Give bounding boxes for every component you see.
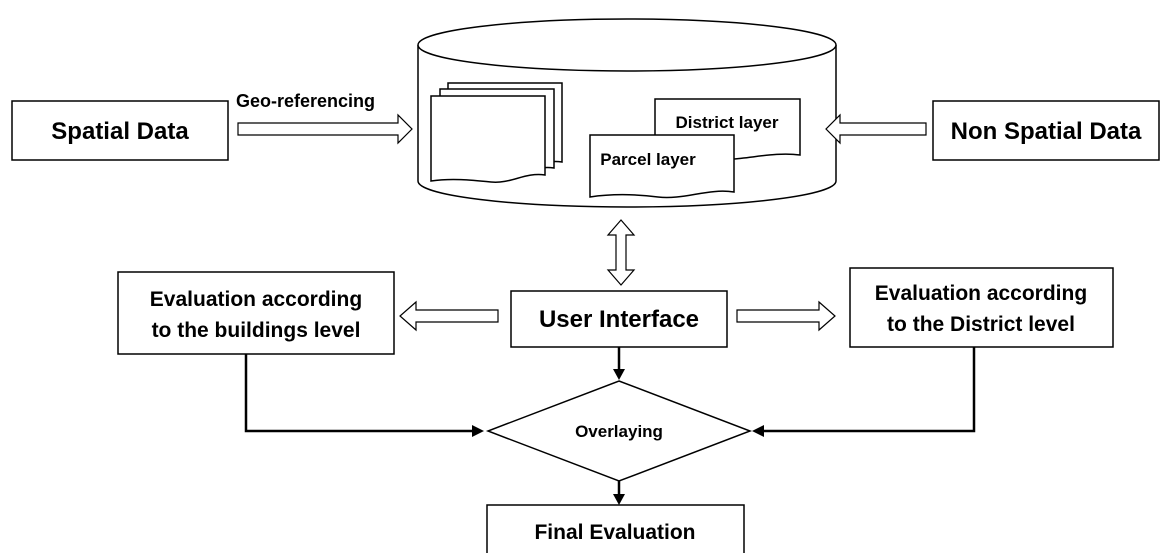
eval-district-line2: to the District level xyxy=(887,313,1075,336)
user-interface-box: User Interface xyxy=(510,290,728,348)
eval-district-line1: Evaluation according xyxy=(875,282,1087,305)
eval-buildings-line2: to the buildings level xyxy=(152,319,361,342)
document-stack-icon xyxy=(430,82,563,183)
buildings-to-overlaying-head xyxy=(472,425,484,437)
overlaying-diamond: Overlaying xyxy=(485,380,753,482)
buildings-to-overlaying-line xyxy=(244,354,474,433)
overlaying-label: Overlaying xyxy=(575,422,663,441)
non-spatial-data-label: Non Spatial Data xyxy=(951,118,1142,145)
eval-buildings-box: Evaluation according to the buildings le… xyxy=(117,271,395,355)
database-top xyxy=(417,18,837,72)
district-layer-label: District layer xyxy=(676,113,779,132)
database-ui-double-arrow xyxy=(606,219,636,286)
parcel-layer-document: Parcel layer xyxy=(589,134,735,199)
final-evaluation-label: Final Evaluation xyxy=(534,521,695,544)
non-spatial-data-box: Non Spatial Data xyxy=(932,100,1160,161)
georeferencing-arrow xyxy=(237,113,413,145)
non-spatial-arrow xyxy=(825,113,927,145)
parcel-layer-label: Parcel layer xyxy=(600,150,696,169)
eval-district-box: Evaluation according to the District lev… xyxy=(849,267,1114,348)
ui-to-district-arrow xyxy=(736,300,836,332)
final-evaluation-box: Final Evaluation xyxy=(486,504,745,553)
overlaying-to-final-head xyxy=(613,494,625,505)
ui-to-buildings-arrow xyxy=(399,300,499,332)
spatial-data-box: Spatial Data xyxy=(11,100,229,161)
spatial-data-label: Spatial Data xyxy=(51,118,189,145)
district-to-overlaying-head xyxy=(752,425,764,437)
georeferencing-label: Geo-referencing xyxy=(236,91,375,111)
user-interface-label: User Interface xyxy=(539,306,699,333)
district-to-overlaying-line xyxy=(762,347,976,433)
ui-to-overlaying-head xyxy=(613,369,625,380)
connector-arrowheads xyxy=(472,369,764,505)
eval-buildings-line1: Evaluation according xyxy=(150,288,362,311)
